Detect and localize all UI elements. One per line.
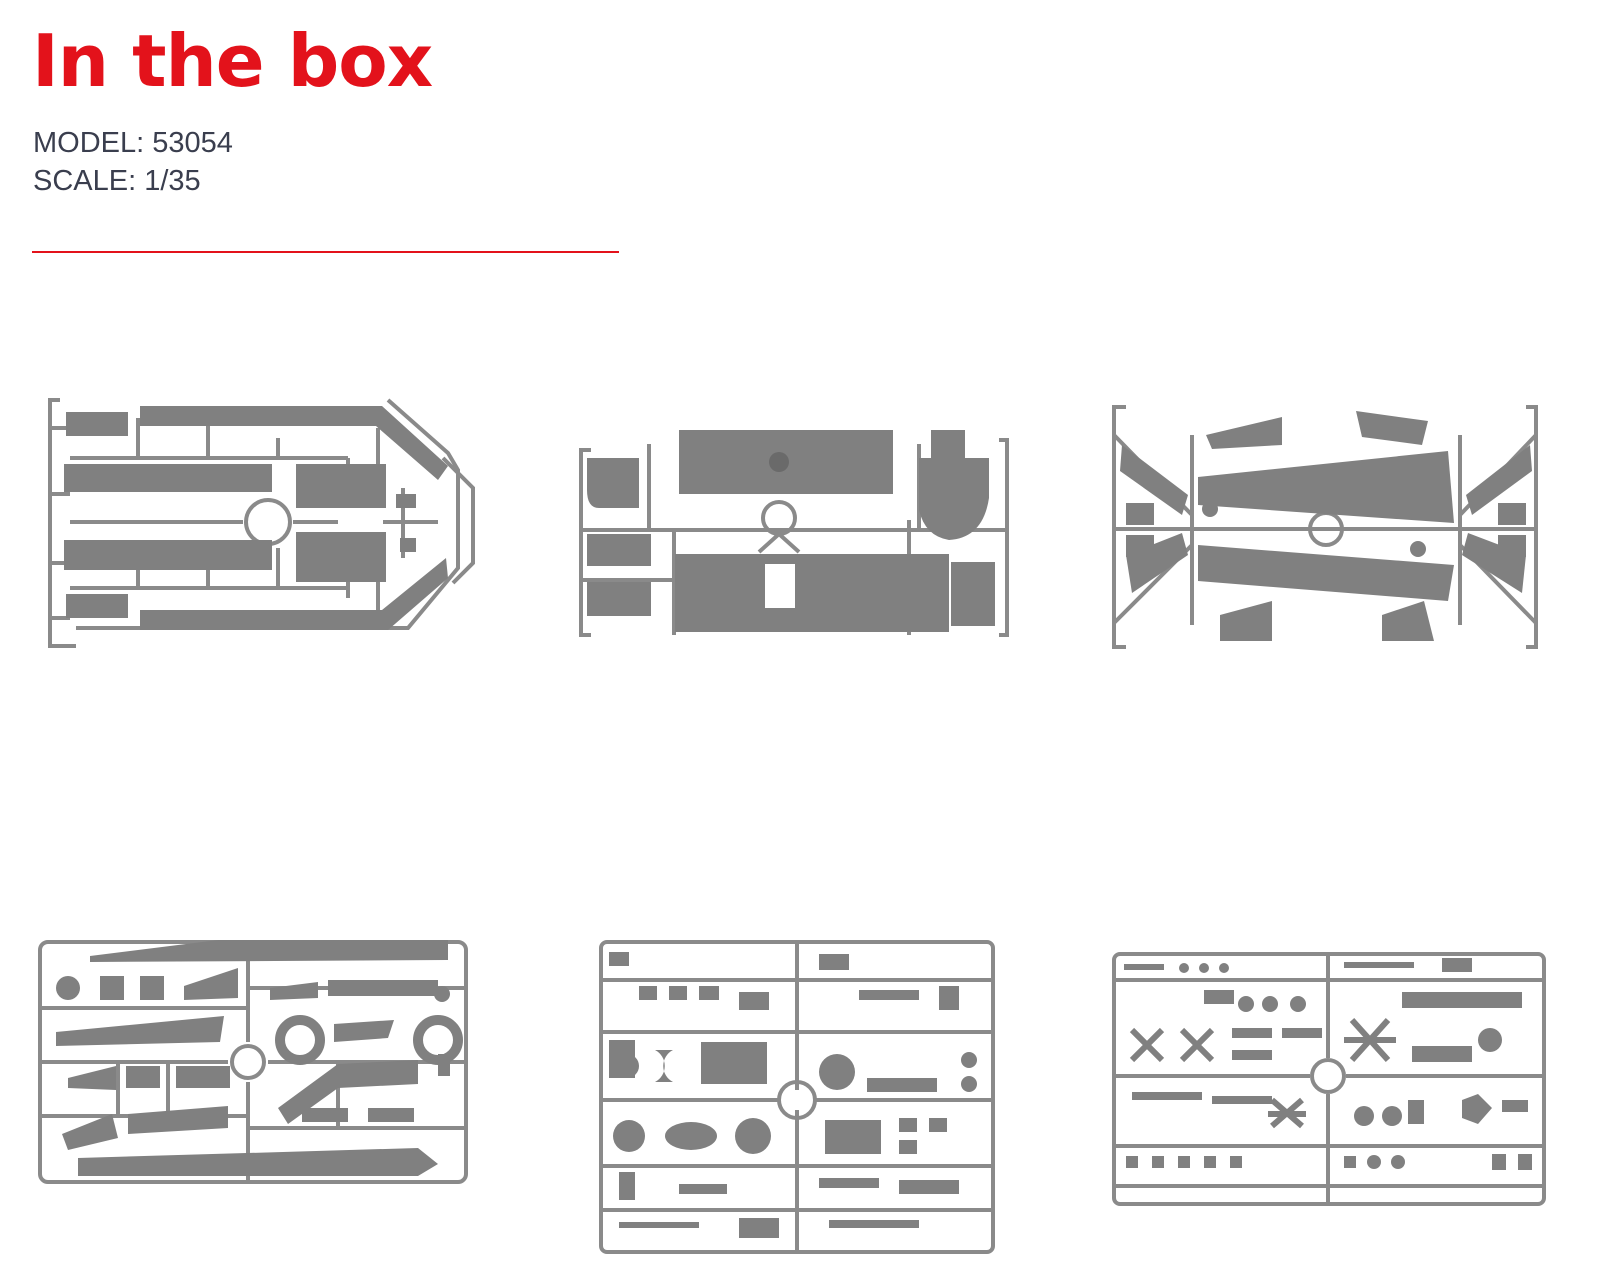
sprue-f-image <box>1112 950 1546 1208</box>
sprue-d-image <box>38 938 470 1188</box>
sprue-d-drawing <box>38 940 468 1184</box>
kit-info: MODEL: 53054 SCALE: 1/35 <box>33 124 233 200</box>
sprue-c-drawing <box>1112 405 1538 649</box>
sprue-f-drawing <box>1112 952 1546 1206</box>
sprue-a-drawing <box>48 398 475 648</box>
scale-value: SCALE: 1/35 <box>33 165 201 197</box>
sprue-b-drawing <box>579 430 1009 637</box>
title-divider <box>32 251 619 253</box>
sprue-b-image <box>579 430 1011 642</box>
sprue-c-image <box>1112 405 1540 651</box>
sprue-e-image <box>599 940 995 1256</box>
page-title: In the box <box>32 19 433 103</box>
sprue-a-image <box>48 398 475 650</box>
model-number: MODEL: 53054 <box>33 127 233 159</box>
sprue-e-drawing <box>599 940 995 1254</box>
